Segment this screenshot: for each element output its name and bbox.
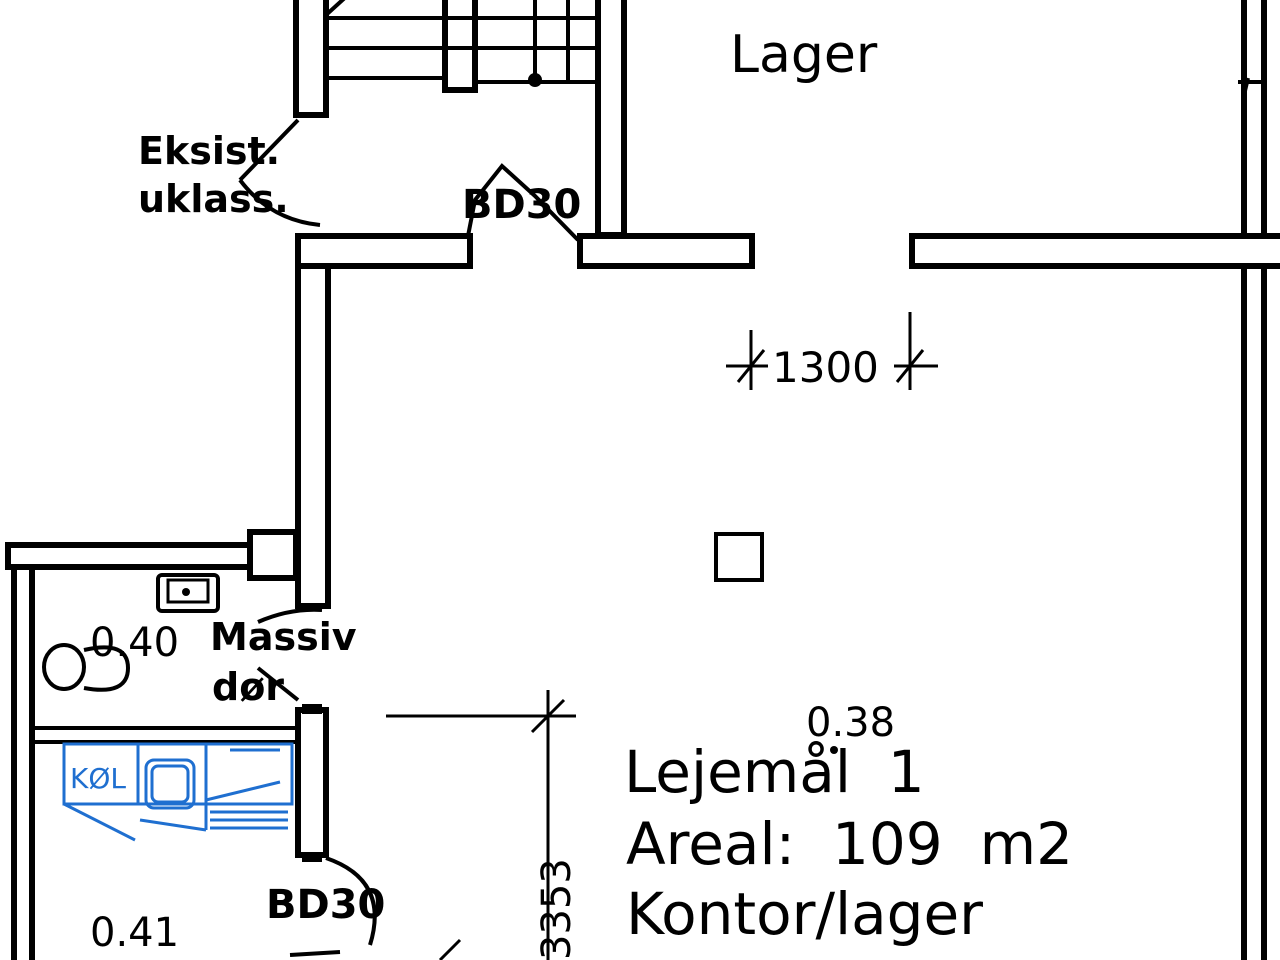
dimension-3353 (386, 690, 576, 960)
door-massiv (256, 607, 323, 702)
dimension-3353-text: 3353 (534, 858, 580, 960)
level-038: 0.38 (806, 700, 895, 746)
label-kol: KØL (70, 762, 126, 795)
label-eksist: Eksist. (138, 129, 280, 173)
partition-walls (5, 263, 331, 960)
level-point (830, 746, 838, 754)
level-040: 0.40 (90, 620, 179, 666)
kitchen-equipment (62, 742, 294, 842)
unit-name: Lejemål 1 (624, 738, 925, 806)
level-041: 0.41 (90, 910, 179, 956)
dimension-1300-text: 1300 (772, 343, 879, 392)
unit-use: Kontor/lager (626, 880, 983, 948)
sink-icon (156, 573, 220, 613)
label-massiv: Massiv (210, 615, 357, 659)
arrow-lager (1238, 77, 1262, 96)
staircase (293, 0, 627, 238)
dimension-1300 (726, 312, 938, 390)
door-swing-eksist (238, 118, 321, 227)
door-bd30-top (466, 163, 580, 242)
label-bd30-bottom: BD30 (266, 882, 385, 928)
label-uklass: uklass. (138, 177, 289, 221)
column (714, 532, 764, 582)
room-label-lager: Lager (730, 25, 878, 85)
unit-area: Areal: 109 m2 (626, 810, 1073, 878)
toilet-icon (42, 643, 131, 692)
door-bd30-bottom (289, 856, 377, 957)
top-walls (295, 0, 1280, 960)
label-dor: dør (212, 665, 284, 709)
label-bd30-top: BD30 (462, 182, 581, 228)
